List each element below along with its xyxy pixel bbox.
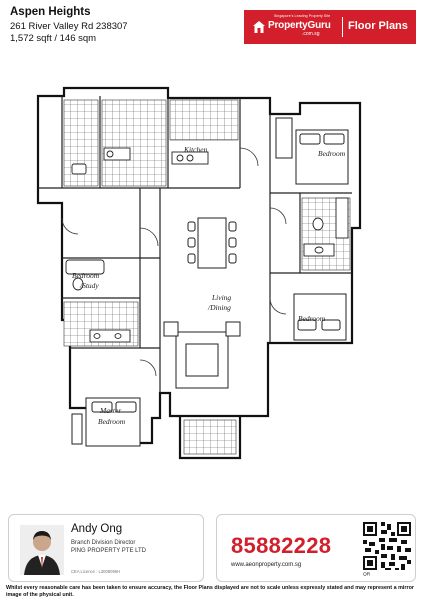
room-label-living: Living	[211, 293, 231, 302]
room-label-dining: /Dining	[207, 303, 231, 312]
svg-text:QR: QR	[363, 572, 371, 576]
floor-plan-drawing: Kitchen Bedroom Bedroom /Study Living /D…	[36, 86, 362, 460]
brand-name: PropertyGuru	[268, 20, 331, 31]
contact-card: 85882228 www.aeonproperty.com.sg QR	[216, 514, 416, 582]
tiled-floors	[63, 99, 351, 455]
listing-size: 1,572 sqft / 146 sqm	[10, 33, 97, 44]
agent-card[interactable]: Andy Ong Branch Division Director PING P…	[8, 514, 204, 582]
agent-title: Branch Division Director	[71, 540, 136, 546]
furniture	[71, 117, 349, 447]
room-label-bedroom-top: Bedroom	[318, 149, 346, 158]
qr-code-icon[interactable]: QR	[363, 522, 411, 576]
room-label-master-bedroom: Bedroom	[98, 417, 126, 426]
agent-name: Andy Ong	[71, 523, 123, 535]
fixtures	[65, 147, 349, 343]
brand-section-label: Floor Plans	[348, 20, 408, 32]
propertyguru-banner[interactable]: Singapore's Leading Property Site Proper…	[244, 10, 416, 44]
brand-domain: .com.sg	[302, 31, 320, 37]
room-label-study: /Study	[79, 281, 99, 290]
website-link[interactable]: www.aeonproperty.com.sg	[231, 562, 302, 568]
internal-walls	[38, 96, 352, 393]
phone-number[interactable]: 85882228	[231, 533, 332, 558]
listing-title: Aspen Heights	[10, 6, 91, 18]
outer-walls	[36, 86, 362, 460]
room-label-bedroom-right: Bedroom	[298, 314, 326, 323]
agent-photo-icon	[20, 525, 64, 575]
listing-address: 261 River Valley Rd 238307	[10, 21, 128, 32]
door-swings	[61, 147, 287, 377]
room-labels: Kitchen Bedroom Bedroom /Study Living /D…	[72, 145, 346, 426]
room-label-master: Master	[99, 406, 121, 415]
house-logo-icon	[253, 21, 265, 33]
agent-company: PING PROPERTY PTE LTD	[71, 548, 147, 554]
room-label-kitchen: Kitchen	[183, 145, 208, 154]
brand-tagline: Singapore's Leading Property Site	[274, 14, 331, 18]
room-label-bedroom-study: Bedroom	[72, 271, 100, 280]
brand-divider	[342, 17, 343, 37]
listing-header: Aspen Heights 261 River Valley Rd 238307…	[0, 0, 424, 48]
agent-licence: CEA Licence : L3008096H	[71, 569, 121, 574]
disclaimer-text: Whilst every reasonable care has been ta…	[6, 585, 414, 598]
